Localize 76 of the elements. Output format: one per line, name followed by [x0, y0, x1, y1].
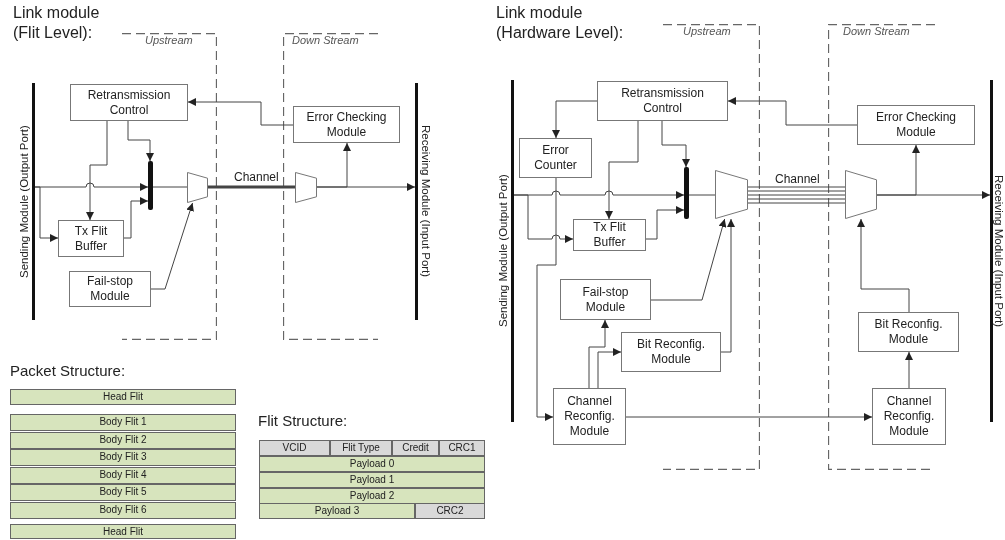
arrow: [661, 120, 690, 168]
connector-line: [747, 186, 846, 204]
arrow: [720, 218, 735, 353]
port-bar: Sending Module (Output Port): [18, 83, 35, 320]
module-box: Channel Reconfig. Module: [553, 388, 626, 445]
flit-row: Body Flit 3: [10, 449, 236, 466]
arrow: [857, 218, 910, 313]
module-box: Error Counter: [519, 138, 592, 178]
arrow: [536, 177, 557, 421]
port-bar: Receiving Module (Input Port): [990, 80, 1005, 422]
arrow: [588, 319, 609, 389]
payload-cell: Payload 0: [259, 456, 485, 472]
flit-row: Head Flit: [10, 389, 236, 405]
region-label: Down Stream: [843, 25, 911, 39]
arrow: [123, 197, 149, 239]
arrow: [597, 348, 622, 389]
serializer-symbol: [187, 172, 208, 203]
flit-row: Head Flit: [10, 524, 236, 539]
serializer-symbol: [715, 170, 748, 219]
region-label: Upstream: [683, 25, 732, 39]
arrow: [625, 413, 873, 421]
arrow: [316, 142, 351, 188]
port-bar: Receiving Module (Input Port): [415, 83, 432, 320]
module-box: Error Checking Module: [293, 106, 400, 143]
section-heading: Link module (Hardware Level):: [496, 3, 625, 43]
section-heading: Flit Structure:: [258, 412, 349, 431]
payload-cell: Payload 1: [259, 472, 485, 488]
arrow: [86, 120, 108, 221]
serializer-symbol: [845, 170, 877, 219]
payload-cell: Payload 2: [259, 488, 485, 504]
arrow: [187, 98, 294, 126]
module-box: Bit Reconfig. Module: [621, 332, 721, 372]
arrow: [513, 194, 574, 243]
module-box: Channel Reconfig. Module: [872, 388, 946, 445]
header-cell: VCID: [259, 440, 330, 456]
arrow: [552, 100, 598, 139]
flit-row: Body Flit 2: [10, 432, 236, 449]
section-heading: Packet Structure:: [10, 362, 127, 381]
header-cell: CRC2: [415, 503, 485, 519]
flit-row: Body Flit 4: [10, 467, 236, 484]
connector-line: [152, 186, 188, 188]
header-cell: CRC1: [439, 440, 485, 456]
module-box: Fail-stop Module: [560, 279, 651, 320]
edge-label: Channel: [232, 170, 281, 184]
region-label: Down Stream: [292, 34, 360, 48]
module-box: Retransmission Control: [70, 84, 188, 121]
module-box: Retransmission Control: [597, 81, 728, 121]
arrow: [650, 218, 727, 301]
arrow: [876, 144, 920, 196]
module-box: Tx Flit Buffer: [58, 220, 124, 257]
arrow: [34, 186, 59, 242]
arrow: [150, 202, 194, 290]
arrow: [727, 97, 858, 126]
flit-row: Body Flit 6: [10, 502, 236, 519]
flit-row: Body Flit 1: [10, 414, 236, 431]
module-box: Tx Flit Buffer: [573, 219, 646, 251]
connector-line: [688, 194, 716, 196]
multiplexer-bar: [148, 161, 153, 210]
region-label: Upstream: [145, 34, 194, 48]
header-cell: Flit Type: [330, 440, 392, 456]
module-box: Fail-stop Module: [69, 271, 151, 307]
section-heading: Link module (Flit Level):: [13, 3, 101, 43]
connector-line: [208, 185, 295, 189]
arrow: [127, 120, 154, 162]
arrow: [905, 351, 913, 389]
edge-label: Channel: [773, 172, 822, 186]
serializer-symbol: [295, 172, 317, 203]
flit-row: Body Flit 5: [10, 484, 236, 501]
module-box: Bit Reconfig. Module: [858, 312, 959, 352]
arrow: [605, 120, 639, 220]
port-bar: Sending Module (Output Port): [497, 80, 514, 422]
header-cell: Credit: [392, 440, 439, 456]
arrow: [645, 206, 685, 240]
module-box: Error Checking Module: [857, 105, 975, 145]
payload-cell: Payload 3: [259, 503, 415, 519]
multiplexer-bar: [684, 167, 689, 219]
